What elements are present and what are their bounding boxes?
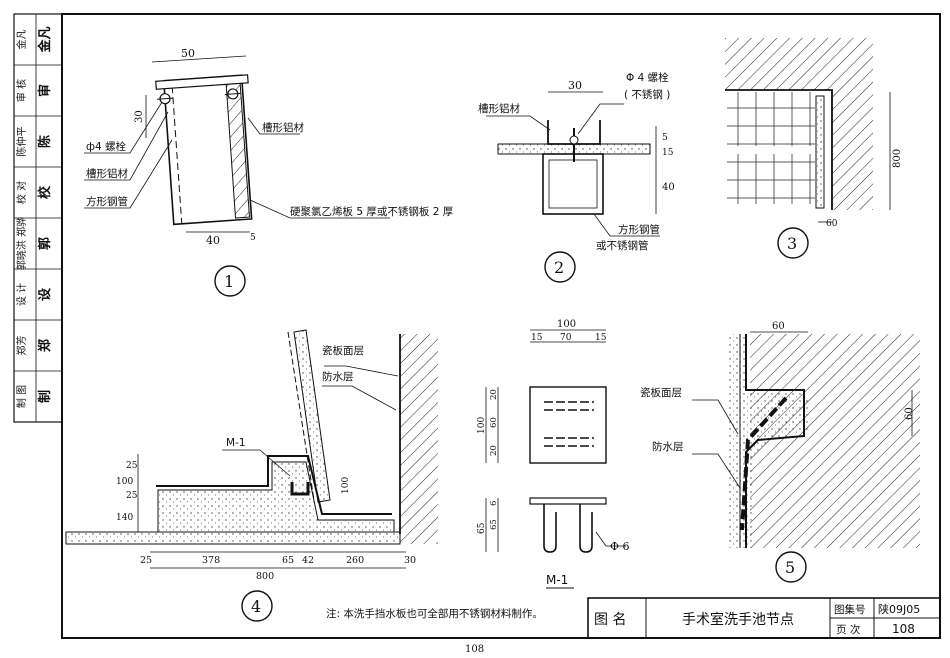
detail-3 xyxy=(725,38,891,259)
d5-label-waterproof: 防水层 xyxy=(652,440,684,453)
d1-label-bolt: ф4 螺栓 xyxy=(86,140,126,153)
d1-label-channel-right: 槽形铝材 xyxy=(262,121,304,134)
sidebar-signature-6: 郑 xyxy=(37,339,53,352)
title-block xyxy=(587,597,941,639)
page-value: 108 xyxy=(892,622,915,636)
d2-dim-right-a: 5 xyxy=(662,133,668,143)
d4-label-tile: 瓷板面层 xyxy=(322,344,364,357)
sidebar-signature-5: 设 xyxy=(38,287,53,301)
d4-dim-b1: 25 xyxy=(140,555,152,566)
detail-3-number: 3 xyxy=(787,234,797,253)
sidebar-signature-0: 金凡 xyxy=(37,26,53,53)
m1-dim-w3: 15 xyxy=(595,333,607,343)
m1-dim-h1: 20 xyxy=(489,389,499,400)
detail-2 xyxy=(486,91,660,283)
d4-dim-total: 800 xyxy=(256,571,274,582)
d1-dim-bottom: 40 xyxy=(206,234,220,247)
d4-dim-b4: 42 xyxy=(302,555,314,566)
d3-dim-bottom: 60 xyxy=(826,219,838,229)
sidebar-label-7: 制 图 xyxy=(15,385,28,408)
title-block-label: 图 名 xyxy=(594,612,626,628)
m1-dim-w1: 15 xyxy=(531,333,543,343)
d2-label-bolt-b: ( 不锈钢 ) xyxy=(624,88,670,101)
d4-dim-b3: 65 xyxy=(282,555,294,566)
d4-dim-h2: 100 xyxy=(116,477,133,487)
m1-dim-h2: 60 xyxy=(489,417,499,428)
m1-dim-phi: Φ 6 xyxy=(610,540,630,553)
d1-dim-side: 30 xyxy=(134,110,145,123)
sidebar-signature-3: 校 xyxy=(37,185,53,199)
page-number: 108 xyxy=(465,644,484,655)
m1-dim-h3: 20 xyxy=(489,445,499,456)
m1-dim-h: 100 xyxy=(477,417,487,434)
d2-dim-top: 30 xyxy=(568,79,582,92)
detail-4 xyxy=(65,329,438,622)
d1-dim-top: 50 xyxy=(181,47,195,60)
set-number-value: 陕09J05 xyxy=(878,602,920,616)
sidebar-label-5: 设 计 xyxy=(15,283,28,306)
d4-dim-b6: 30 xyxy=(404,555,416,566)
drawing-title: 手术室洗手池节点 xyxy=(682,611,794,628)
d1-label-tube: 方形钢管 xyxy=(86,195,128,208)
detail-4-number: 4 xyxy=(251,597,261,616)
d5-dim-top: 60 xyxy=(772,321,785,332)
d3-dim-height: 800 xyxy=(892,149,903,168)
d4-label-part: M-1 xyxy=(226,437,246,449)
d2-label-channel: 槽形铝材 xyxy=(478,102,520,115)
page-label: 页 次 xyxy=(836,623,861,636)
sidebar-label-0: 金凡 xyxy=(15,30,28,50)
d2-dim-right-b: 15 xyxy=(662,148,674,158)
detail-5 xyxy=(692,331,920,583)
d4-dim-h4: 25 xyxy=(126,491,138,501)
detail-1-number: 1 xyxy=(224,272,234,291)
m1-dim-s: 65 xyxy=(477,522,487,534)
m1-dim-w: 100 xyxy=(557,319,576,330)
sidebar-label-1: 审 核 xyxy=(15,79,28,102)
general-note: 注: 本洗手挡水板也可全部用不锈钢材料制作。 xyxy=(326,607,543,620)
sidebar-signature-4: 郭 xyxy=(37,237,53,250)
d4-dim-h1: 140 xyxy=(116,513,133,523)
detail-2-number: 2 xyxy=(554,258,564,277)
d2-dim-right-c: 40 xyxy=(662,182,675,193)
m1-dim-s1: 6 xyxy=(489,501,499,506)
d4-dim-b5: 260 xyxy=(346,555,364,566)
d2-label-tube-a: 方形钢管 xyxy=(618,223,660,236)
d1-dim-small: 5 xyxy=(250,233,256,243)
sidebar-label-6: 郑芳 xyxy=(15,336,28,356)
d1-label-channel-left: 槽形铝材 xyxy=(86,167,128,180)
sidebar-label-4: 郭晓洪 郑骅 xyxy=(15,217,28,270)
m1-dim-s2: 65 xyxy=(489,519,499,530)
sidebar-signature-7: 制 xyxy=(37,390,53,403)
d4-dim-h3: 25 xyxy=(126,461,138,471)
m1-title: M-1 xyxy=(546,573,568,587)
d5-label-tile: 瓷板面层 xyxy=(640,386,682,399)
d2-label-tube-b: 或不锈钢管 xyxy=(596,239,649,252)
d2-label-bolt-a: Φ 4 螺栓 xyxy=(626,71,669,84)
detail-5-number: 5 xyxy=(785,558,795,577)
detail-m1 xyxy=(485,329,626,589)
d4-dim-slot: 100 xyxy=(341,477,351,494)
d1-label-board: 硬聚氯乙烯板 5 厚或不锈钢板 2 厚 xyxy=(290,205,454,218)
m1-dim-w2: 70 xyxy=(560,333,572,343)
detail-1 xyxy=(84,55,390,297)
sidebar-signature-1: 审 xyxy=(37,84,53,97)
set-number-label: 图集号 xyxy=(834,603,866,616)
sidebar-label-2: 陈仲平 xyxy=(15,127,28,157)
sidebar-signature-2: 陈 xyxy=(37,135,53,148)
d4-dim-b2: 378 xyxy=(202,555,220,566)
d4-label-waterproof: 防水层 xyxy=(322,370,354,383)
d5-dim-right: 60 xyxy=(904,407,915,420)
signature-sidebar: 金凡金凡审 核审陈仲平陈校 对校郭晓洪 郑骅郭设 计设郑芳郑制 图制 xyxy=(13,13,63,423)
sidebar-label-3: 校 对 xyxy=(15,181,28,204)
